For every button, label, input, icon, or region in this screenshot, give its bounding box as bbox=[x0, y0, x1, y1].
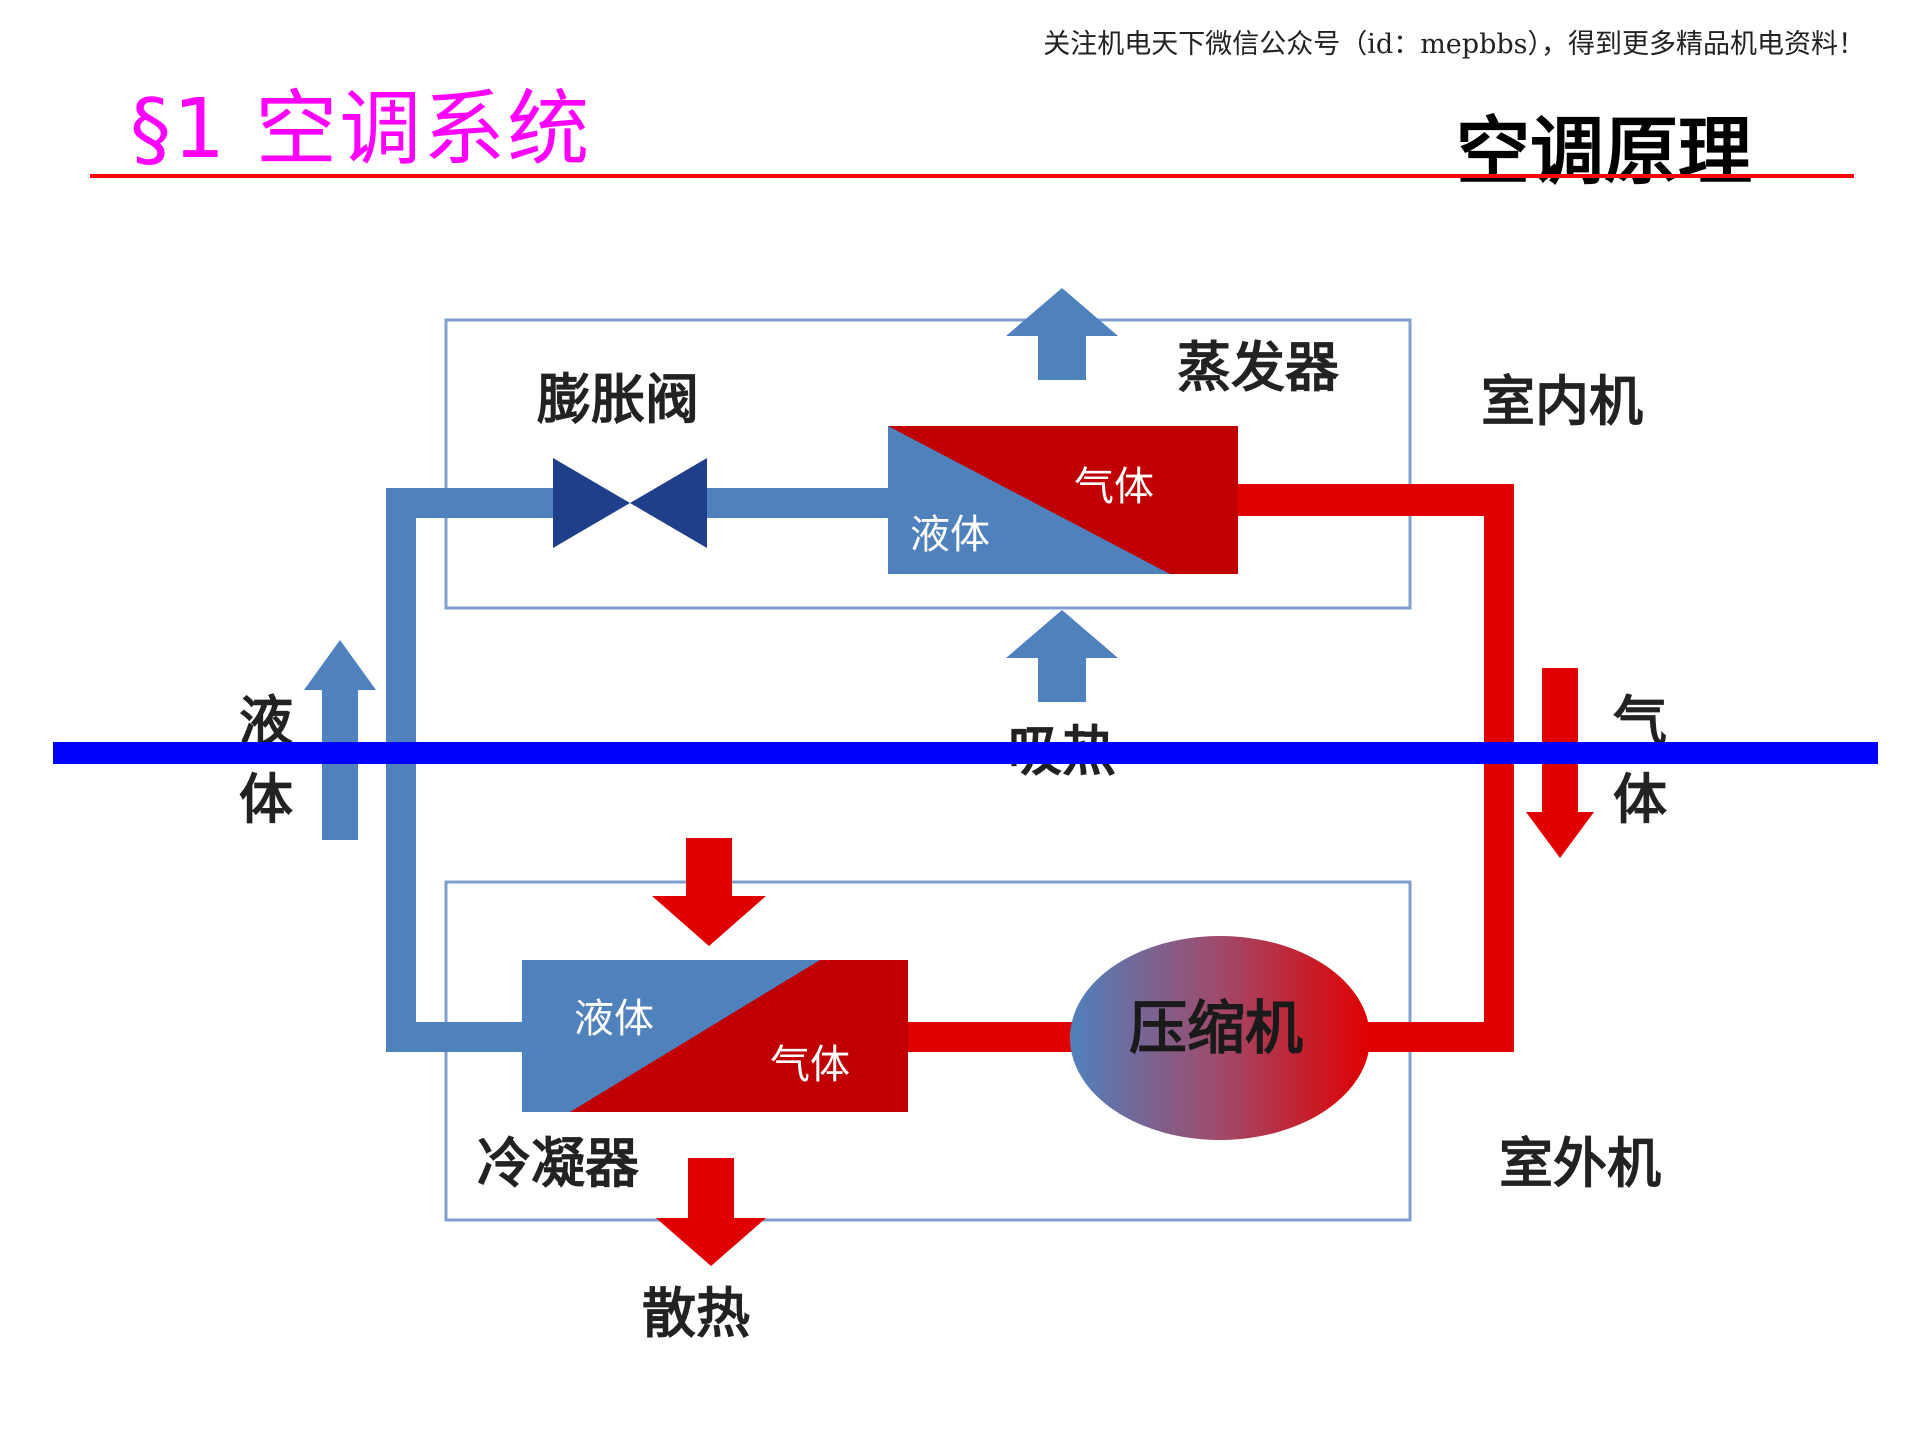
heat-absorb-up-arrow-icon bbox=[1006, 610, 1118, 702]
outdoor-unit-label: 室外机 bbox=[1499, 1132, 1661, 1195]
gas-pipe bbox=[906, 484, 1514, 1052]
wechat-notice: 关注机电天下微信公众号（id：mepbbs），得到更多精品机电资料！ bbox=[1043, 29, 1865, 60]
compressor-label: 压缩机 bbox=[1129, 994, 1303, 1062]
evaporator-label: 蒸发器 bbox=[1177, 336, 1340, 399]
liquid-pipe bbox=[386, 488, 890, 1052]
page-heading: 空调原理 bbox=[1456, 109, 1752, 195]
condenser-exchanger bbox=[522, 960, 908, 1112]
compressor-icon bbox=[1070, 936, 1370, 1140]
evaporator-gas-label: 气体 bbox=[1074, 464, 1154, 510]
expansion-valve-icon bbox=[553, 458, 707, 548]
header-rule bbox=[90, 174, 1854, 178]
left-liquid-label-2: 体 bbox=[239, 768, 293, 831]
right-gas-label-2: 体 bbox=[1613, 768, 1667, 831]
condenser-label: 冷凝器 bbox=[477, 1132, 640, 1195]
condenser-gas-label: 气体 bbox=[770, 1042, 850, 1088]
evaporator-exchanger bbox=[888, 426, 1238, 574]
heat-release-down-arrow-icon bbox=[656, 1158, 766, 1266]
overlay-line bbox=[53, 742, 1878, 764]
heat-release-label: 散热 bbox=[642, 1282, 750, 1345]
evaporator-up-arrow-icon bbox=[1006, 288, 1118, 380]
liquid-up-arrow-icon bbox=[304, 640, 376, 840]
expansion-valve-label: 膨胀阀 bbox=[537, 368, 699, 431]
section-title: §1 空调系统 bbox=[130, 82, 592, 177]
condenser-down-arrow-icon bbox=[652, 838, 766, 946]
indoor-unit-box bbox=[444, 318, 1412, 610]
condenser-liquid-label: 液体 bbox=[574, 996, 654, 1042]
evaporator-liquid-label: 液体 bbox=[910, 512, 990, 558]
indoor-unit-label: 室内机 bbox=[1481, 370, 1643, 433]
